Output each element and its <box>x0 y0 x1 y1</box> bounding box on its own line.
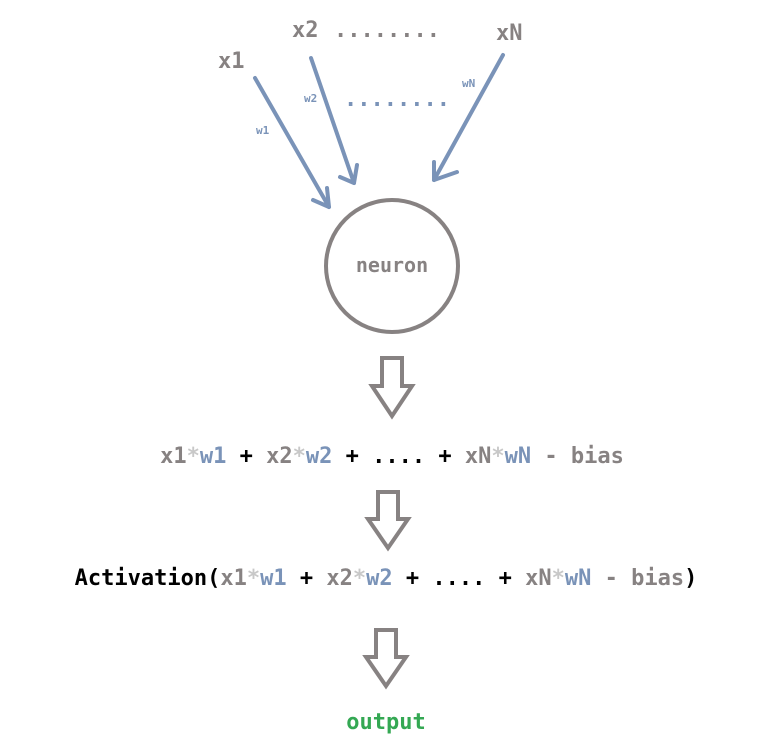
activation-x1: x1 <box>220 566 247 591</box>
input-x2-label: x2 <box>292 18 319 43</box>
formula-w1: w1 <box>200 444 227 469</box>
formula-bias: bias <box>571 444 624 469</box>
formula-mul-3: * <box>491 444 504 469</box>
activation-formula: Activation(x1*w1 + x2*w2 + .... + xN*wN … <box>75 566 698 591</box>
activation-xn: xN <box>525 566 552 591</box>
formula-minus: - <box>544 444 557 469</box>
formula-plus-3: + <box>438 444 451 469</box>
activation-wn: wN <box>565 566 592 591</box>
down-arrow-2 <box>364 490 412 552</box>
weight-wn-label: wN <box>462 77 475 90</box>
activation-bias: bias <box>631 566 684 591</box>
arrow-x2 <box>309 56 359 185</box>
formula-mul-1: * <box>187 444 200 469</box>
activation-x2: x2 <box>326 566 353 591</box>
input-ellipsis: ........ <box>334 18 440 43</box>
activation-mul-2: * <box>353 566 366 591</box>
formula-w2: w2 <box>306 444 333 469</box>
activation-plus-3: + <box>499 566 512 591</box>
weighted-sum-formula: x1*w1 + x2*w2 + .... + xN*wN - bias <box>160 444 624 469</box>
activation-open-paren: ( <box>207 566 220 591</box>
activation-plus-1: + <box>300 566 313 591</box>
formula-plus-2: + <box>346 444 359 469</box>
formula-x2: x2 <box>266 444 293 469</box>
down-arrow-1 <box>368 356 416 420</box>
activation-ellipsis: .... <box>432 566 485 591</box>
activation-plus-2: + <box>406 566 419 591</box>
neuron-circle <box>324 198 460 334</box>
formula-plus-1: + <box>240 444 253 469</box>
weight-ellipsis: ........ <box>344 87 450 112</box>
formula-xn: xN <box>465 444 492 469</box>
arrow-x1 <box>253 76 331 209</box>
down-arrow-3 <box>362 628 410 690</box>
arrow-xn <box>432 53 505 182</box>
formula-ellipsis: .... <box>372 444 425 469</box>
neuron-label: neuron <box>356 253 428 277</box>
formula-mul-2: * <box>293 444 306 469</box>
activation-mul-1: * <box>247 566 260 591</box>
input-x1-label: x1 <box>218 49 245 74</box>
activation-w2: w2 <box>366 566 393 591</box>
input-xn-label: xN <box>496 21 523 46</box>
activation-name: Activation <box>75 566 207 591</box>
activation-close-paren: ) <box>684 566 697 591</box>
activation-minus: - <box>605 566 618 591</box>
weight-w1-label: w1 <box>256 124 270 137</box>
formula-x1: x1 <box>160 444 187 469</box>
output-label: output <box>346 710 425 735</box>
weight-w2-label: w2 <box>304 92 317 105</box>
activation-mul-3: * <box>552 566 565 591</box>
formula-wn: wN <box>505 444 532 469</box>
activation-w1: w1 <box>260 566 287 591</box>
